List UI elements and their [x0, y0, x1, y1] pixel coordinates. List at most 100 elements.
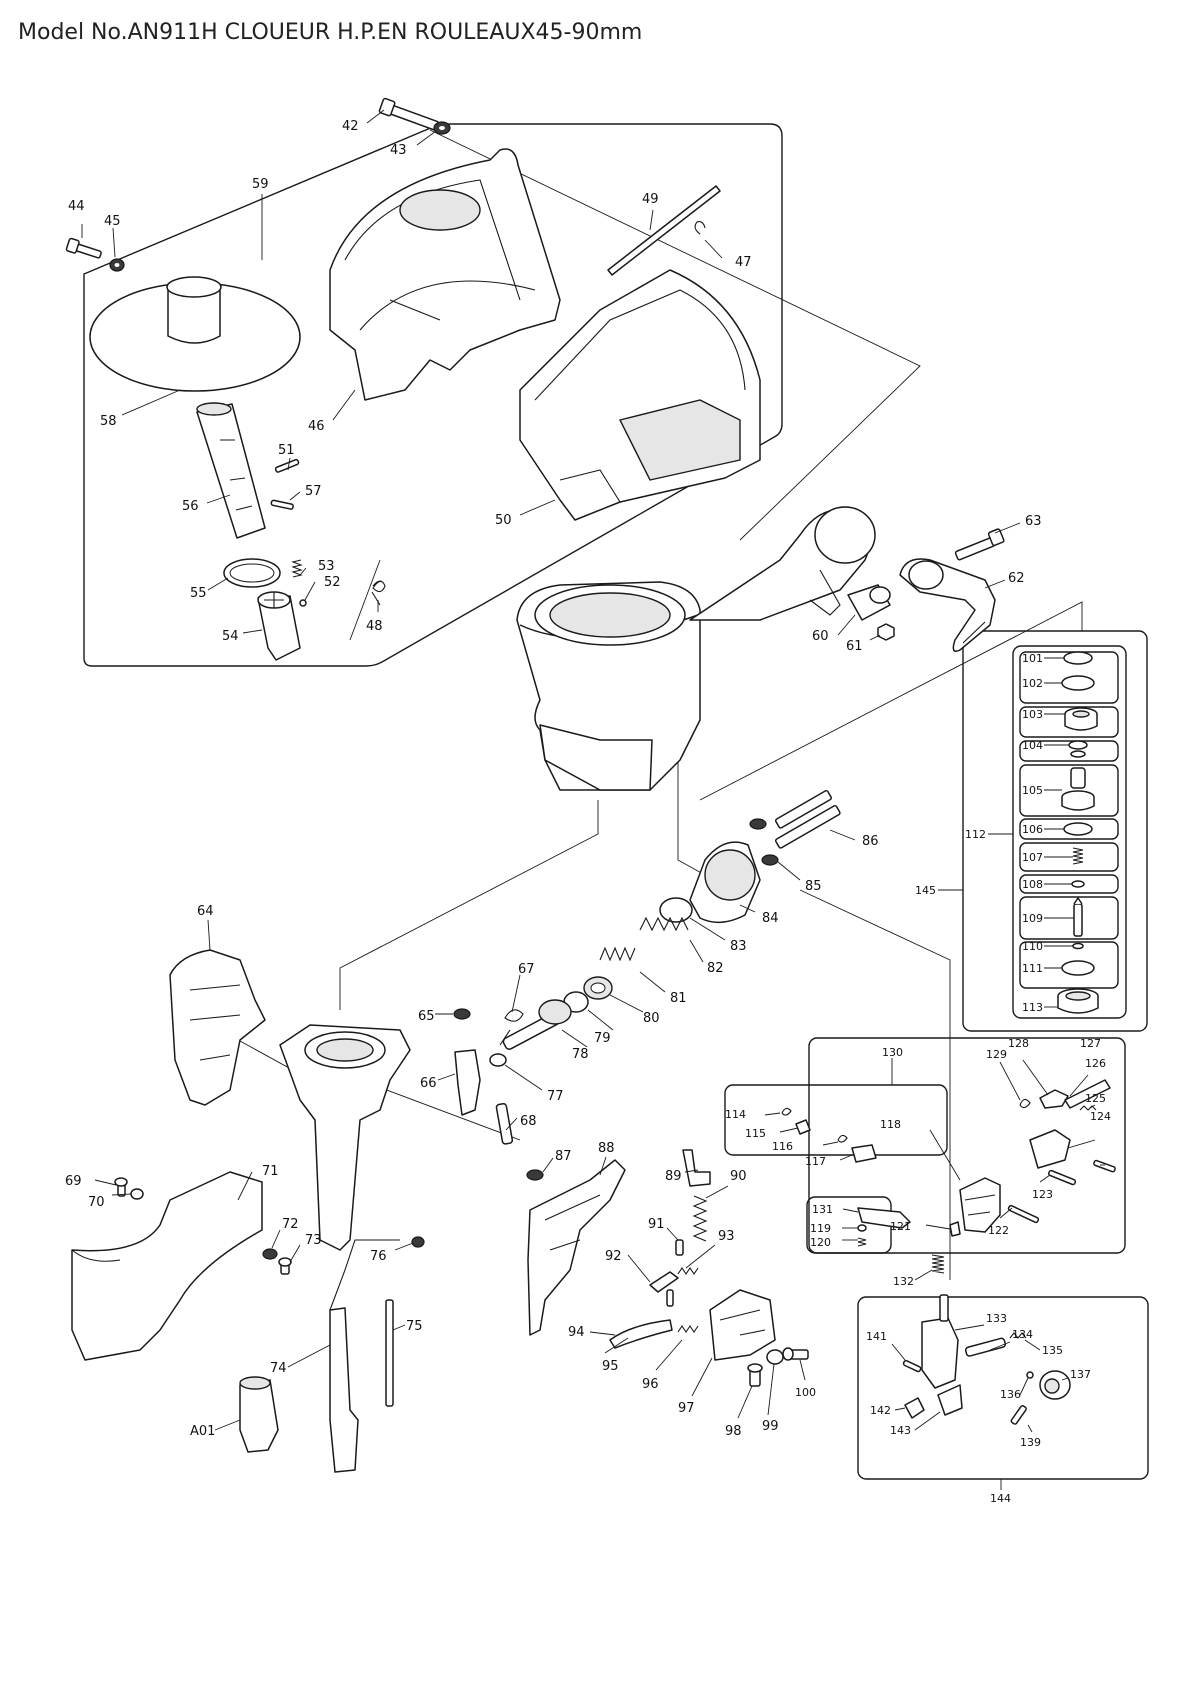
part-74-arm — [329, 1239, 400, 1473]
part-96-spring — [677, 1325, 699, 1333]
part-108-oring — [1071, 880, 1085, 888]
label-82: 82 — [707, 961, 724, 976]
part-87-nut — [526, 1169, 544, 1181]
part-A01-cap — [239, 1376, 279, 1453]
part-60-block — [847, 584, 891, 621]
part-101-oring — [1063, 651, 1093, 665]
valve-item-frame-110-111 — [1019, 941, 1119, 989]
body-arm — [689, 506, 876, 621]
part-88-driver-guide — [527, 1159, 626, 1336]
part-59-cover — [329, 148, 561, 401]
label-44: 44 — [68, 199, 85, 214]
part-48-spring — [371, 580, 386, 606]
label-144: 144 — [990, 1492, 1011, 1505]
label-92: 92 — [605, 1249, 622, 1264]
label-51: 51 — [278, 443, 295, 458]
part-70-washer — [130, 1188, 144, 1200]
label-122: 122 — [988, 1224, 1009, 1237]
part-121-clip — [949, 1221, 961, 1237]
label-125: 125 — [1085, 1092, 1106, 1105]
part-131-trigger — [857, 1207, 911, 1229]
label-126: 126 — [1085, 1057, 1106, 1070]
valve-assembly-112-frame — [1012, 645, 1127, 1019]
part-126-spring — [1079, 1105, 1097, 1111]
magazine-assembly-frame — [83, 123, 783, 667]
valve-assembly-145-frame — [962, 630, 1148, 1032]
valve-item-frame-108 — [1019, 874, 1119, 894]
part-85-washer — [761, 854, 779, 866]
label-83: 83 — [730, 939, 747, 954]
part-66-latch — [454, 1049, 481, 1116]
part-67-spring — [499, 1009, 524, 1046]
part-73-screw — [278, 1257, 292, 1275]
part-72-washer — [262, 1248, 278, 1260]
label-53: 53 — [318, 559, 335, 574]
part-110-oring — [1072, 942, 1084, 950]
trigger-subframe-upper — [724, 1084, 948, 1156]
label-143: 143 — [890, 1424, 911, 1437]
part-42-bolt — [378, 97, 440, 131]
label-58: 58 — [100, 414, 117, 429]
part-84-cylinder — [689, 841, 761, 924]
label-54: 54 — [222, 629, 239, 644]
part-117-plunger — [851, 1144, 877, 1163]
label-130: 130 — [882, 1046, 903, 1059]
part-50-cover — [519, 269, 761, 521]
label-68: 68 — [520, 1114, 537, 1129]
part-134-shaft — [964, 1337, 1007, 1357]
label-69: 69 — [65, 1174, 82, 1189]
part-54-pawl — [257, 591, 301, 661]
label-84: 84 — [762, 911, 779, 926]
body-housing — [516, 581, 701, 791]
label-97: 97 — [678, 1401, 695, 1416]
label-102: 102 — [1022, 677, 1043, 690]
part-122-pin — [1007, 1204, 1040, 1224]
valve-item-frame-106 — [1019, 818, 1119, 840]
label-90: 90 — [730, 1169, 747, 1184]
label-145: 145 — [915, 884, 936, 897]
part-139-pin — [1010, 1405, 1027, 1425]
label-133: 133 — [986, 1312, 1007, 1325]
label-113: 113 — [1022, 1001, 1043, 1014]
label-48: 48 — [366, 619, 383, 634]
valve-item-frame-107 — [1019, 842, 1119, 872]
label-93: 93 — [718, 1229, 735, 1244]
label-71: 71 — [262, 1164, 279, 1179]
label-114: 114 — [725, 1108, 746, 1121]
label-119: 119 — [810, 1222, 831, 1235]
label-55: 55 — [190, 586, 207, 601]
part-94-pin — [666, 1289, 674, 1307]
part-58-disc — [89, 276, 301, 392]
part-90-spring — [692, 1195, 708, 1242]
label-106: 106 — [1022, 823, 1043, 836]
label-103: 103 — [1022, 708, 1043, 721]
label-115: 115 — [745, 1127, 766, 1140]
page-title: Model No.AN911H CLOUEUR H.P.EN ROULEAUX4… — [18, 20, 643, 45]
part-55-ring — [223, 558, 281, 588]
label-112: 112 — [965, 828, 986, 841]
part-106-oring — [1063, 822, 1093, 836]
valve-item-frame-104 — [1019, 740, 1119, 762]
label-87: 87 — [555, 1149, 572, 1164]
part-93-spring — [677, 1267, 699, 1275]
connect-body-frame — [339, 800, 599, 1010]
label-141: 141 — [866, 1330, 887, 1343]
label-91: 91 — [648, 1217, 665, 1232]
label-81: 81 — [670, 991, 687, 1006]
label-78: 78 — [572, 1047, 589, 1062]
label-88: 88 — [598, 1141, 615, 1156]
part-75-rod — [385, 1299, 394, 1407]
label-128: 128 — [1008, 1037, 1029, 1050]
label-111: 111 — [1022, 962, 1043, 975]
label-123: 123 — [1032, 1188, 1053, 1201]
part-123-pin — [1047, 1169, 1077, 1186]
label-101: 101 — [1022, 652, 1043, 665]
label-136: 136 — [1000, 1388, 1021, 1401]
label-63: 63 — [1025, 514, 1042, 529]
part-53-spring — [291, 559, 303, 578]
part-137-knob — [1039, 1370, 1071, 1400]
part-83-oring — [659, 897, 693, 923]
label-142: 142 — [870, 1404, 891, 1417]
label-99: 99 — [762, 1419, 779, 1434]
